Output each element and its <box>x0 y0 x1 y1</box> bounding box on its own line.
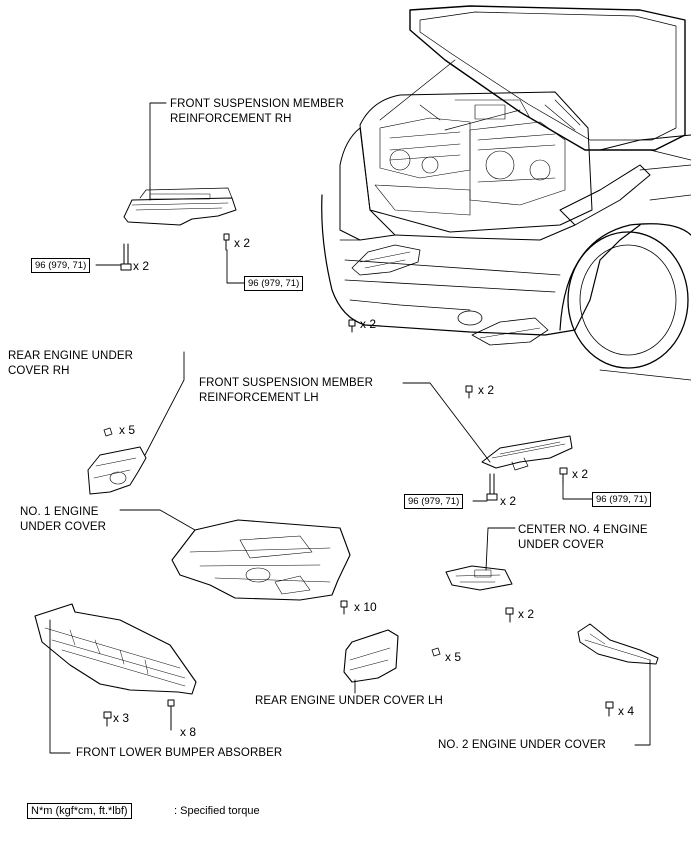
torque-rh-left: 96 (979, 71) <box>31 258 91 273</box>
qty-rear-lh: x 5 <box>445 650 462 664</box>
label-rear-engine-under-cover-lh: REAR ENGINE UNDER COVER LH <box>255 695 443 707</box>
torque-rh-right: 96 (979, 71) <box>244 276 304 291</box>
label-front-lower-bumper-absorber: FRONT LOWER BUMPER ABSORBER <box>76 747 283 759</box>
front-lower-bumper-absorber-part <box>34 603 197 695</box>
qty-rh-left: x 2 <box>133 259 150 273</box>
bolt-rh-right <box>223 233 230 251</box>
rear-engine-under-cover-rh-part <box>87 427 147 495</box>
label-line: REAR ENGINE UNDER <box>8 350 134 362</box>
torque-lh-right: 96 (979, 71) <box>592 492 652 507</box>
rear-engine-under-cover-lh-part <box>343 629 441 683</box>
label-line: UNDER COVER <box>20 521 107 533</box>
bolt-no1 <box>340 600 348 615</box>
qty-rear-rh: x 5 <box>119 423 136 437</box>
bolt-car-right <box>465 385 473 399</box>
qty-bumper-3: x 3 <box>113 711 130 725</box>
no2-engine-under-cover-part <box>577 623 659 665</box>
no1-engine-under-cover-part <box>171 519 351 601</box>
qty-lh-right: x 2 <box>572 467 589 481</box>
bolt-no2 <box>605 701 614 717</box>
legend-text: : Specified torque <box>174 805 260 817</box>
bolt-rh-left <box>120 243 132 271</box>
torque-lh-left: 96 (979, 71) <box>404 494 464 509</box>
label-line: COVER RH <box>8 365 70 377</box>
label-no2-engine-under-cover: NO. 2 ENGINE UNDER COVER <box>438 739 606 751</box>
qty-rh-right: x 2 <box>234 236 251 250</box>
front-suspension-member-reinforcement-rh-part <box>123 187 237 226</box>
bolt-bumper-8 <box>167 699 175 731</box>
qty-car-left: x 2 <box>360 317 377 331</box>
bolt-lh-left <box>486 473 498 501</box>
bolt-lh-right <box>559 467 568 485</box>
qty-car-right: x 2 <box>478 383 495 397</box>
label-rear-engine-under-cover-rh: REAR ENGINE UNDER COVER RH <box>8 349 133 379</box>
qty-no2: x 4 <box>618 704 635 718</box>
bolt-center4 <box>505 607 514 623</box>
label-line: REINFORCEMENT RH <box>170 113 292 125</box>
label-center-no4-engine-under-cover: CENTER NO. 4 ENGINE UNDER COVER <box>518 523 648 553</box>
label-line: FRONT SUSPENSION MEMBER <box>199 377 373 389</box>
label-front-suspension-member-reinforcement-rh: FRONT SUSPENSION MEMBER REINFORCEMENT RH <box>170 97 344 127</box>
bolt-car-left <box>348 319 356 333</box>
bolt-bumper-3 <box>103 711 112 727</box>
front-suspension-member-reinforcement-lh-part <box>481 435 573 471</box>
qty-no1: x 10 <box>354 600 377 614</box>
label-line: NO. 1 ENGINE <box>20 506 99 518</box>
qty-center4: x 2 <box>518 607 535 621</box>
label-line: CENTER NO. 4 ENGINE <box>518 524 648 536</box>
label-no1-engine-under-cover: NO. 1 ENGINE UNDER COVER <box>20 505 106 535</box>
label-line: REINFORCEMENT LH <box>199 392 319 404</box>
leader-lines <box>49 102 651 754</box>
label-line: FRONT SUSPENSION MEMBER <box>170 98 344 110</box>
qty-lh-left: x 2 <box>500 494 517 508</box>
center-no4-engine-under-cover-part <box>445 565 513 591</box>
legend-unit-box: N*m (kgf*cm, ft.*lbf) <box>27 803 132 819</box>
qty-bumper-8: x 8 <box>180 725 197 739</box>
label-front-suspension-member-reinforcement-lh: FRONT SUSPENSION MEMBER REINFORCEMENT LH <box>199 376 373 406</box>
vehicle-front-illustration <box>321 5 691 381</box>
label-line: UNDER COVER <box>518 539 605 551</box>
